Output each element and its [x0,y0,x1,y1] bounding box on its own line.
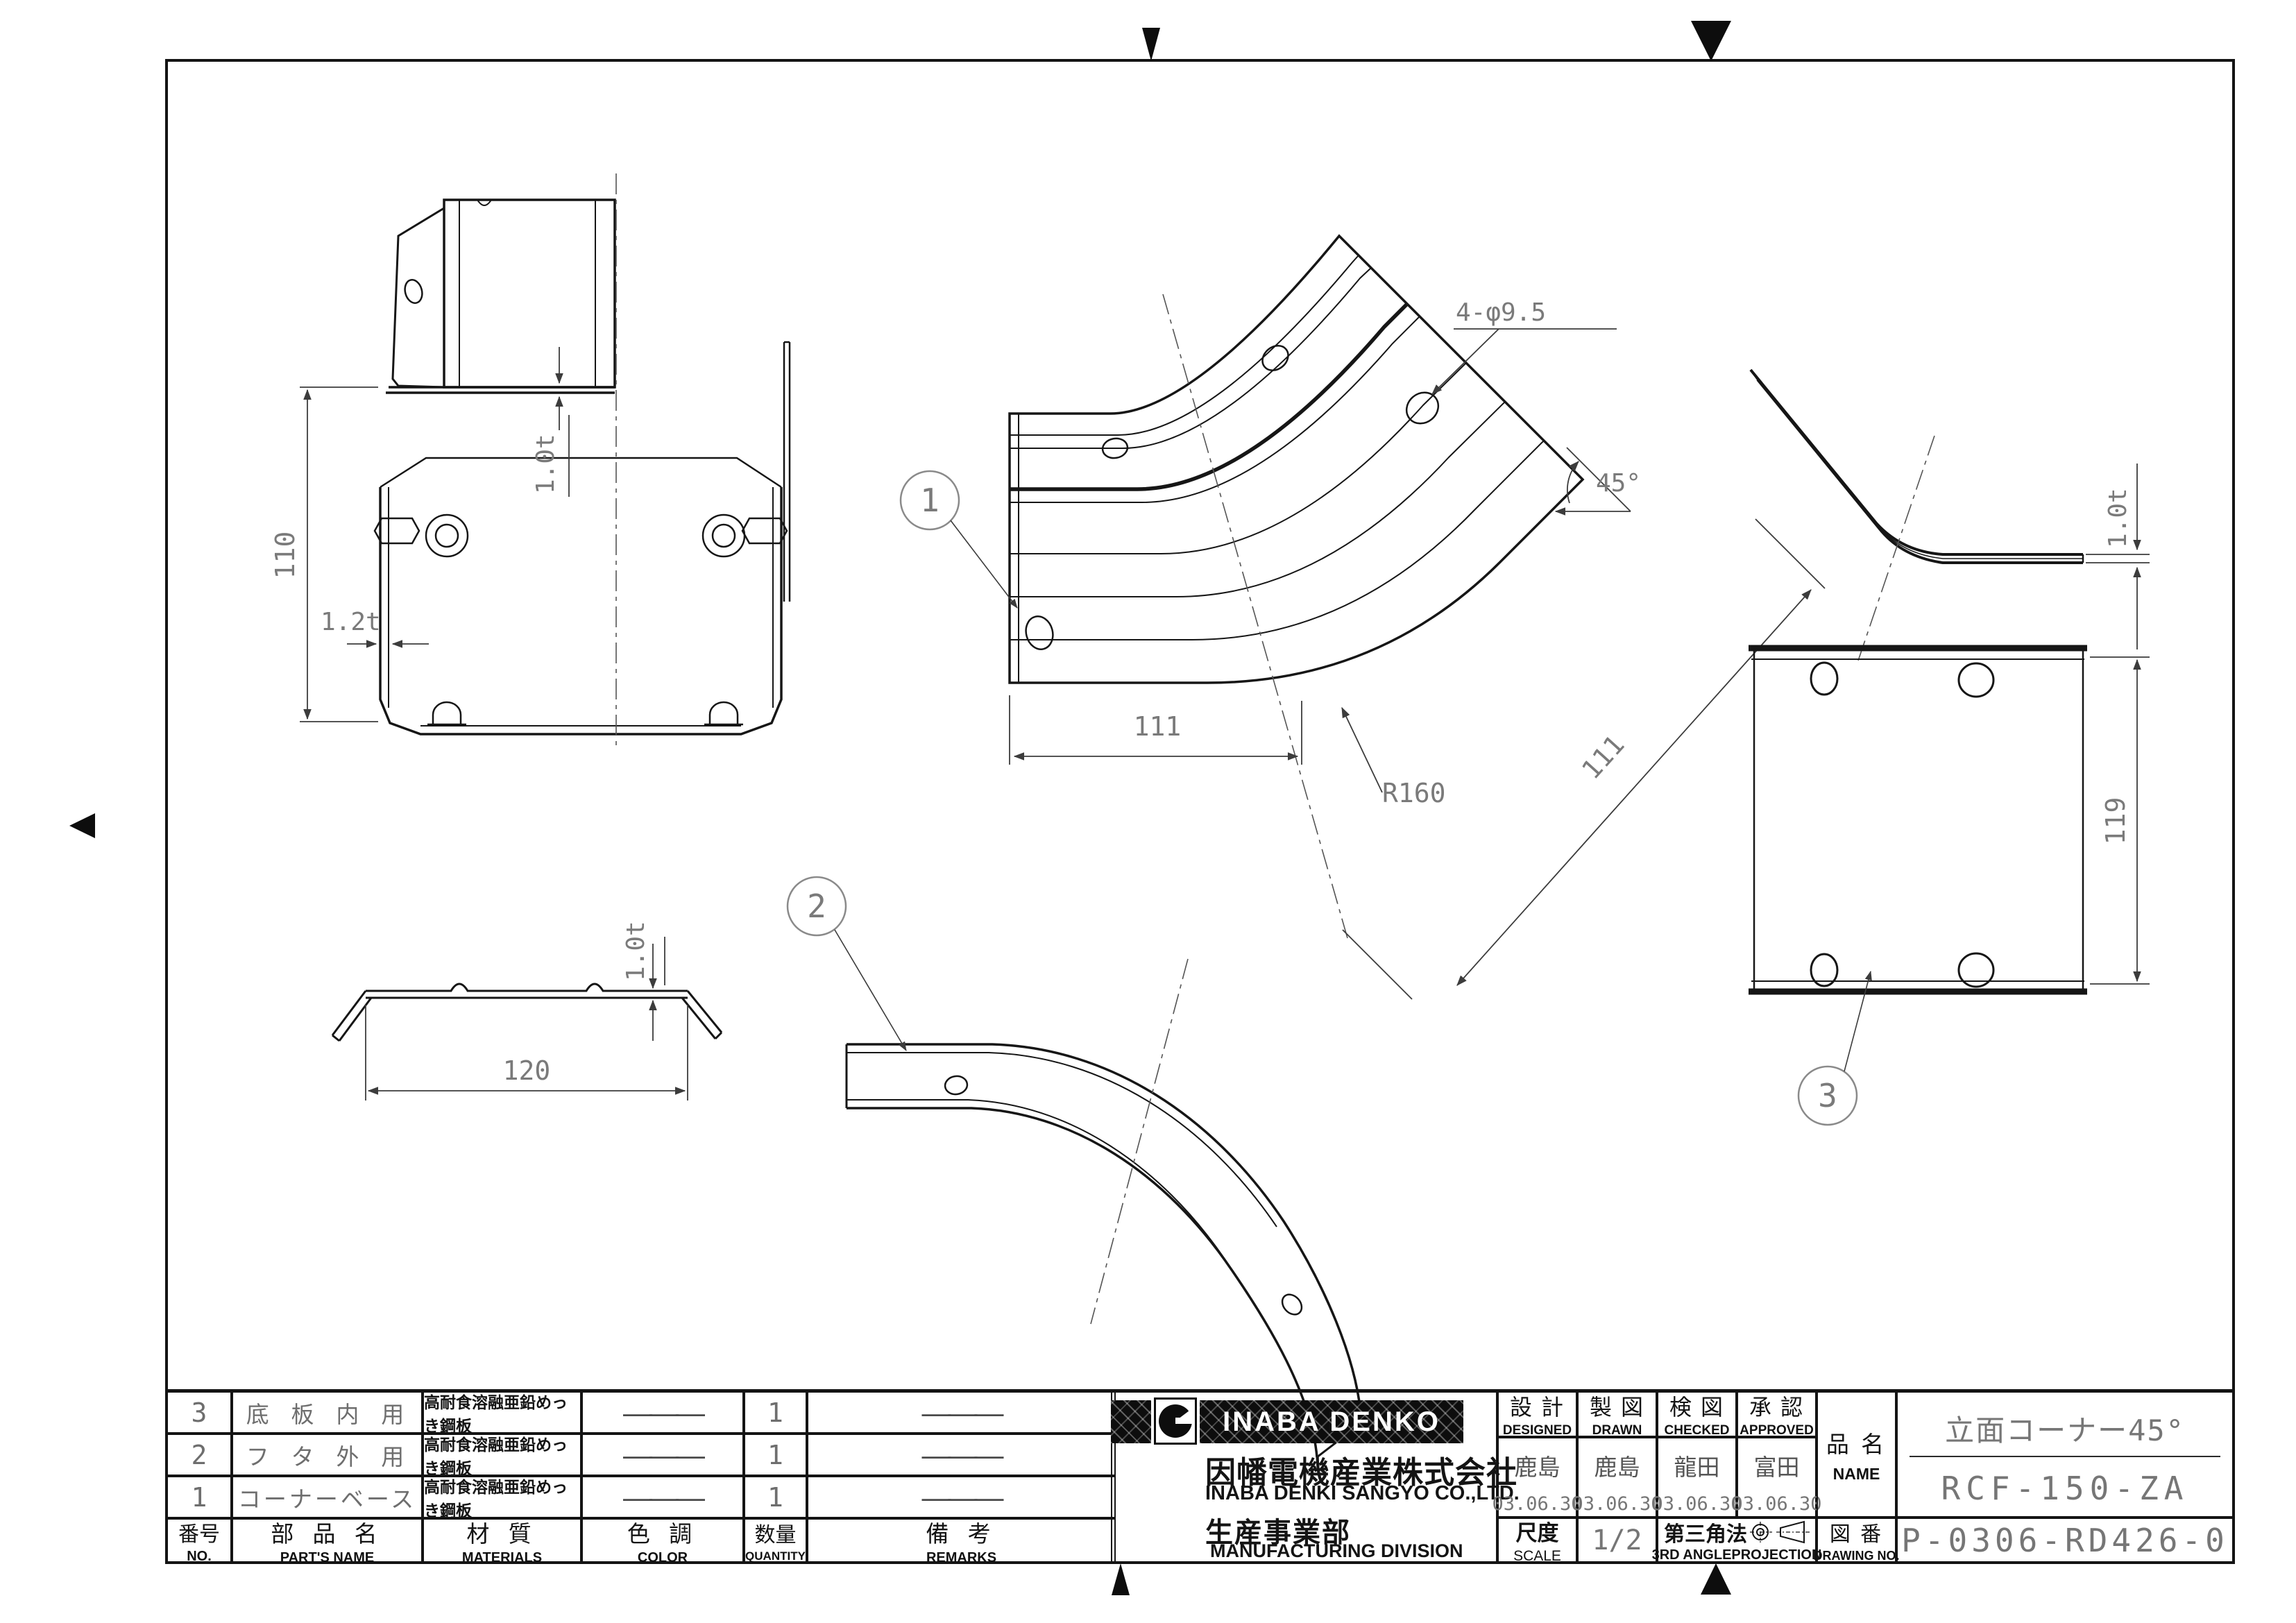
dim-110: 110 [270,532,300,579]
dim-r160: R160 [1382,778,1446,808]
banner-left-hatch [1111,1400,1151,1443]
parts-header-no: 番号 NO. [167,1518,232,1564]
parts-row3-no: 3 [167,1391,232,1434]
front-view-dimensions [300,347,570,722]
dim-111-diagonal: 111 [1576,729,1631,785]
parts-header-color: 色 調 COLOR [581,1518,744,1565]
parts-row3-remarks: ——— [807,1391,1116,1434]
checked-signature: 龍田 03.06.30 [1651,1437,1742,1518]
name-value-cell [1896,1391,2234,1518]
projection-cell: 第三角法 3RD ANGLEPROJECTION [1652,1518,1821,1563]
parts-row1-no: 1 [167,1476,232,1518]
division-jp: 生産事業部 [1205,1518,1351,1548]
front-view [373,173,791,748]
dim-4-phi9-5: 4-φ9.5 [1456,298,1546,327]
parts-row2-no: 2 [167,1434,232,1476]
edge-view [1749,368,2084,661]
projection-label-en: 3RD ANGLEPROJECTION [1651,1547,1822,1563]
dim-119: 119 [2100,797,2131,845]
parts-row3-material: 高耐食溶融亜鉛めっき鋼板 [423,1391,581,1435]
scale-value-cell: 1/2 [1577,1518,1657,1563]
parts-row3-color: ——— [581,1391,744,1434]
plate-view-dimensions [1797,656,2150,1126]
approved-header: 承 認 APPROVED [1737,1391,1817,1438]
company-cell [1111,1391,1497,1563]
name-label-cell: 品 名 NAME [1817,1391,1896,1518]
parts-row2-qty: 1 [744,1434,807,1476]
strip-view [845,958,1363,1459]
approved-signature: 富田 03.06.30 [1731,1437,1822,1518]
inaba-denko-banner: INABA DENKO [1200,1400,1463,1443]
parts-row2-color: ——— [581,1434,744,1476]
parts-row3-qty: 1 [744,1391,807,1434]
plan-view-dimensions [899,328,1826,1000]
designed-signature: 鹿島 03.06.30 [1492,1437,1583,1518]
designed-header: 設 計 DESIGNED [1497,1391,1577,1438]
parts-header-material: 材 質 MATERIALS [423,1518,581,1565]
dim-45deg: 45° [1596,469,1641,498]
parts-row1-material: 高耐食溶融亜鉛めっき鋼板 [423,1476,581,1520]
dim-1-2t: 1.2t [321,608,381,636]
scale-label-cell: 尺度 SCALE [1497,1518,1577,1564]
profile-view-dimensions [365,937,688,1101]
logo-text: INABA DENKO [1223,1406,1440,1437]
dim-120: 120 [503,1055,551,1086]
inaba-logo-box [1154,1397,1197,1445]
dim-111-bottom: 111 [1134,711,1182,742]
parts-row1-qty: 1 [744,1476,807,1518]
name-divider [1910,1456,2220,1457]
division-en: MANUFACTURING DIVISION [1210,1540,1463,1561]
balloon-2-number: 2 [807,887,826,925]
drawn-header: 製 図 DRAWN [1577,1391,1657,1438]
inaba-logo-icon [1159,1404,1195,1438]
projection-label-jp: 第三角法 [1664,1523,1747,1546]
dim-1-0t-profile: 1.0t [622,921,650,981]
dim-1-0t-front: 1.0t [532,434,560,494]
balloon-1-number: 1 [920,482,939,519]
parts-row3-name: 底 板 内 用 [232,1391,423,1434]
drawing-no-value-cell: P-0306-RD426-0 [1896,1518,2234,1563]
dim-1-0t-edge: 1.0t [2104,488,2132,548]
sheet-frame [165,59,2235,1564]
checked-header: 検 図 CHECKED [1657,1391,1737,1438]
company-name-jp: 因幡電機産業株式会社 [1205,1456,1517,1490]
parts-row2-remarks: ——— [807,1434,1116,1476]
company-name-en: INABA DENKI SANGYO CO.,LTD. [1205,1482,1520,1504]
parts-row1-name: コーナーベース [232,1476,423,1518]
parts-row2-material: 高耐食溶融亜鉛めっき鋼板 [423,1434,581,1477]
parts-row1-color: ——— [581,1476,744,1518]
profile-view [331,983,723,1042]
registration-marks [69,21,1731,1595]
parts-header-name: 部 品 名 PART'S NAME [232,1518,423,1565]
drawing-no-label-cell: 図 番 DRAWING NO. [1814,1518,1900,1563]
parts-header-qty: 数量 QUANTITY [744,1518,807,1563]
parts-row1-remarks: ——— [807,1476,1116,1518]
balloon-3-number: 3 [1818,1077,1837,1114]
strip-view-balloon [786,876,907,1051]
product-name: 立面コーナー45° [1945,1413,2185,1447]
plate-view [1749,645,2087,995]
parts-header-remarks: 備 考 REMARKS [807,1518,1116,1565]
tables-top-rule [167,1389,2234,1393]
plan-view [1008,234,1585,939]
drawn-signature: 鹿島 03.06.30 [1572,1437,1663,1518]
parts-row2-name: フ タ 外 用 [232,1434,423,1476]
edge-view-dimensions [2086,464,2150,649]
product-model: RCF-150-ZA [1941,1470,2189,1507]
third-angle-projection-icon [1750,1520,1810,1544]
